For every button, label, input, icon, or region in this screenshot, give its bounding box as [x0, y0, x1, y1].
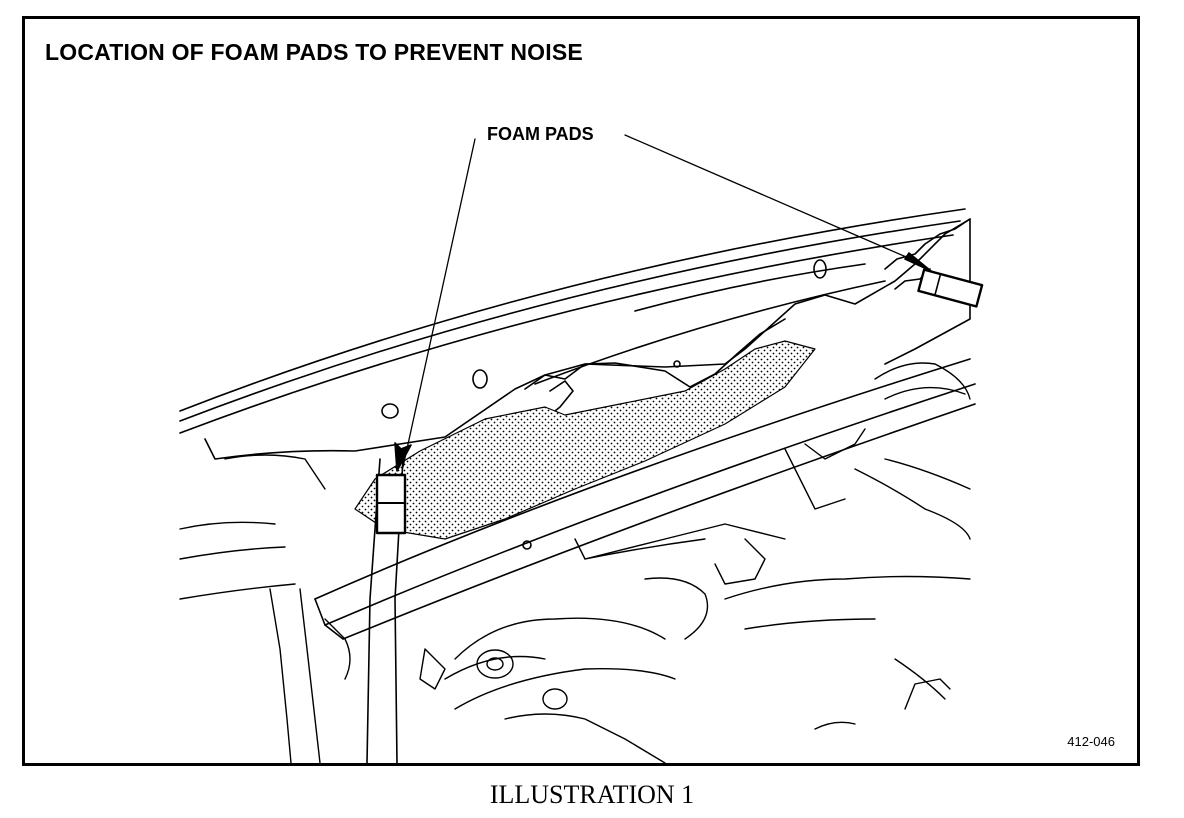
cross-member: [314, 358, 976, 640]
figure-title: LOCATION OF FOAM PADS TO PREVENT NOISE: [45, 39, 583, 65]
leader-line-right: [624, 134, 921, 264]
arrow-left: [394, 442, 412, 472]
right-bracket: [884, 218, 971, 270]
cowl-hole-1: [381, 403, 399, 419]
foam-pads-callout-label: FOAM PADS: [487, 124, 594, 144]
engine-compartment-drawing: [179, 134, 984, 763]
lower-engine-details: [179, 362, 971, 763]
center-bracket: [524, 318, 786, 390]
cowl-hole-2: [472, 369, 488, 389]
illustration-caption: ILLUSTRATION 1: [489, 780, 695, 809]
leader-line-left: [402, 138, 476, 468]
arrow-right: [904, 252, 932, 272]
foam-pad-right: [917, 268, 984, 308]
figure-frame: LOCATION OF FOAM PADS TO PREVENT NOISE F…: [22, 16, 1140, 766]
foam-pad-left: [375, 473, 407, 535]
figure-code: 412-046: [1067, 734, 1115, 749]
cowl-hole-3: [813, 259, 827, 279]
cowl-panel: [204, 218, 971, 460]
cowl-edge-lines: [179, 208, 966, 434]
